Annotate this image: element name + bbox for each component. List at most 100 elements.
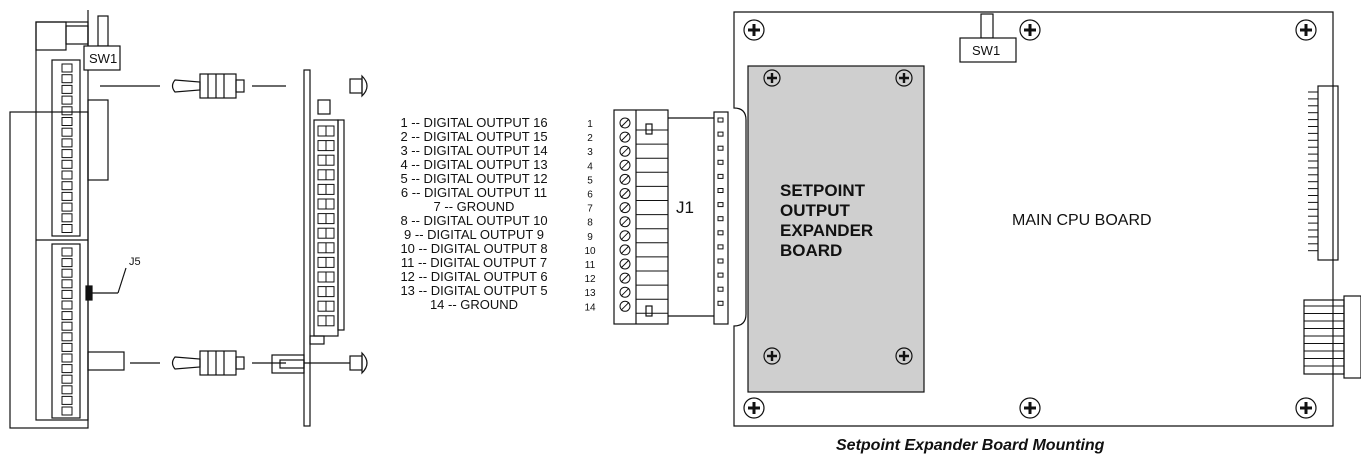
pin-assignment: 12 -- DIGITAL OUTPUT 6 <box>400 269 547 284</box>
controller-terminal <box>61 258 73 268</box>
main-board-label: MAIN CPU BOARD <box>1012 212 1152 229</box>
top-standoff <box>100 73 286 99</box>
header-pin <box>717 173 724 179</box>
pin-assignment: 5 -- DIGITAL OUTPUT 12 <box>400 171 547 186</box>
mounting-holes <box>743 19 1317 419</box>
main-sw1-switch <box>959 13 1017 63</box>
header-pin <box>717 258 724 264</box>
terminal-number: 11 <box>585 260 596 271</box>
controller-terminal <box>61 170 73 180</box>
terminal-number: 8 <box>587 218 593 229</box>
controller-terminal <box>61 84 73 94</box>
header-pin <box>717 202 724 208</box>
terminal-number: 4 <box>587 161 593 172</box>
controller-terminal <box>61 279 73 289</box>
pin-assignment: 10 -- DIGITAL OUTPUT 8 <box>400 241 547 256</box>
figure-caption: Setpoint Expander Board Mounting <box>836 437 1105 454</box>
controller-terminal <box>61 138 73 148</box>
header-pin <box>717 216 724 222</box>
expander-terminals <box>317 125 335 327</box>
terminal-screw <box>619 216 631 228</box>
controller-side-view <box>9 10 127 429</box>
j5-label: J5 <box>129 256 141 268</box>
terminal-screw <box>619 258 631 270</box>
terminal-screw <box>619 244 631 256</box>
terminal-screw <box>619 145 631 157</box>
controller-terminal <box>61 106 73 116</box>
terminal-screw <box>619 173 631 185</box>
controller-terminal <box>61 159 73 169</box>
controller-terminal <box>61 300 73 310</box>
terminal-number: 5 <box>587 175 593 186</box>
terminal-number: 1 <box>587 119 593 130</box>
pin-assignment: 2 -- DIGITAL OUTPUT 15 <box>400 129 547 144</box>
terminal-screw <box>619 272 631 284</box>
header-pin <box>717 286 724 292</box>
expander-label-line-3: EXPANDER <box>780 221 873 240</box>
controller-terminal <box>61 374 73 384</box>
bottom-standoff <box>130 350 286 376</box>
controller-terminal <box>61 321 73 331</box>
j1-label: J1 <box>676 198 694 217</box>
controller-terminal <box>61 149 73 159</box>
header-pins <box>717 117 724 306</box>
controller-terminal <box>61 63 73 73</box>
pin-assignment: 11 -- DIGITAL OUTPUT 7 <box>401 255 547 270</box>
terminal-screw <box>619 202 631 214</box>
controller-terminal <box>61 268 73 278</box>
pin-assignment: 7 -- GROUND <box>434 199 515 214</box>
terminal-screw <box>619 300 631 312</box>
terminal-number: 6 <box>587 190 593 201</box>
controller-terminal <box>61 364 73 374</box>
controller-terminal <box>61 332 73 342</box>
left-sw1-switch <box>83 15 121 71</box>
controller-terminal <box>61 311 73 321</box>
controller-terminal <box>61 224 73 233</box>
controller-terminal <box>61 247 73 257</box>
header-pin <box>717 131 724 137</box>
pin-assignment: 4 -- DIGITAL OUTPUT 13 <box>400 157 547 172</box>
terminal-screw <box>619 131 631 143</box>
header-pin <box>717 230 724 236</box>
terminal-number: 2 <box>587 133 593 144</box>
controller-terminal <box>61 74 73 84</box>
controller-terminal <box>61 95 73 105</box>
terminal-number: 3 <box>587 147 593 158</box>
expander-label-line-4: BOARD <box>780 241 842 260</box>
pin-assignment: 6 -- DIGITAL OUTPUT 11 <box>401 185 547 200</box>
expander-label-line-1: SETPOINT <box>780 181 866 200</box>
controller-terminal <box>61 213 73 223</box>
controller-terminal <box>61 353 73 363</box>
header-pin <box>717 272 724 278</box>
header-pin <box>717 244 724 250</box>
terminal-screw <box>619 159 631 171</box>
controller-terminal <box>61 289 73 299</box>
top-screw <box>349 74 368 98</box>
terminal-number: 12 <box>584 274 596 285</box>
terminal-number: 14 <box>584 302 596 313</box>
bottom-screw <box>349 351 368 375</box>
header-pin <box>717 300 724 306</box>
pin-assignment: 13 -- DIGITAL OUTPUT 5 <box>400 283 547 298</box>
main-cpu-board <box>713 11 1361 427</box>
terminal-screw <box>619 188 631 199</box>
pin-assignment: 1 -- DIGITAL OUTPUT 16 <box>400 115 547 130</box>
pin-assignment: 14 -- GROUND <box>430 297 518 312</box>
controller-terminal <box>61 342 73 352</box>
controller-terminal <box>61 127 73 137</box>
terminal-block <box>613 109 714 325</box>
controller-terminal <box>61 406 73 416</box>
expander-label-line-2: OUTPUT <box>780 201 851 220</box>
controller-terminal <box>61 395 73 405</box>
left-sw1-label: SW1 <box>89 51 117 66</box>
terminal-screw <box>619 117 631 129</box>
terminal-screw <box>619 230 631 242</box>
controller-terminal <box>61 191 73 201</box>
expander-board <box>747 65 925 393</box>
terminal-number: 9 <box>587 232 593 243</box>
pin-assignment-list: 1 -- DIGITAL OUTPUT 162 -- DIGITAL OUTPU… <box>400 115 547 312</box>
right-connector-pins <box>1304 91 1344 367</box>
main-sw1-label: SW1 <box>972 43 1000 58</box>
